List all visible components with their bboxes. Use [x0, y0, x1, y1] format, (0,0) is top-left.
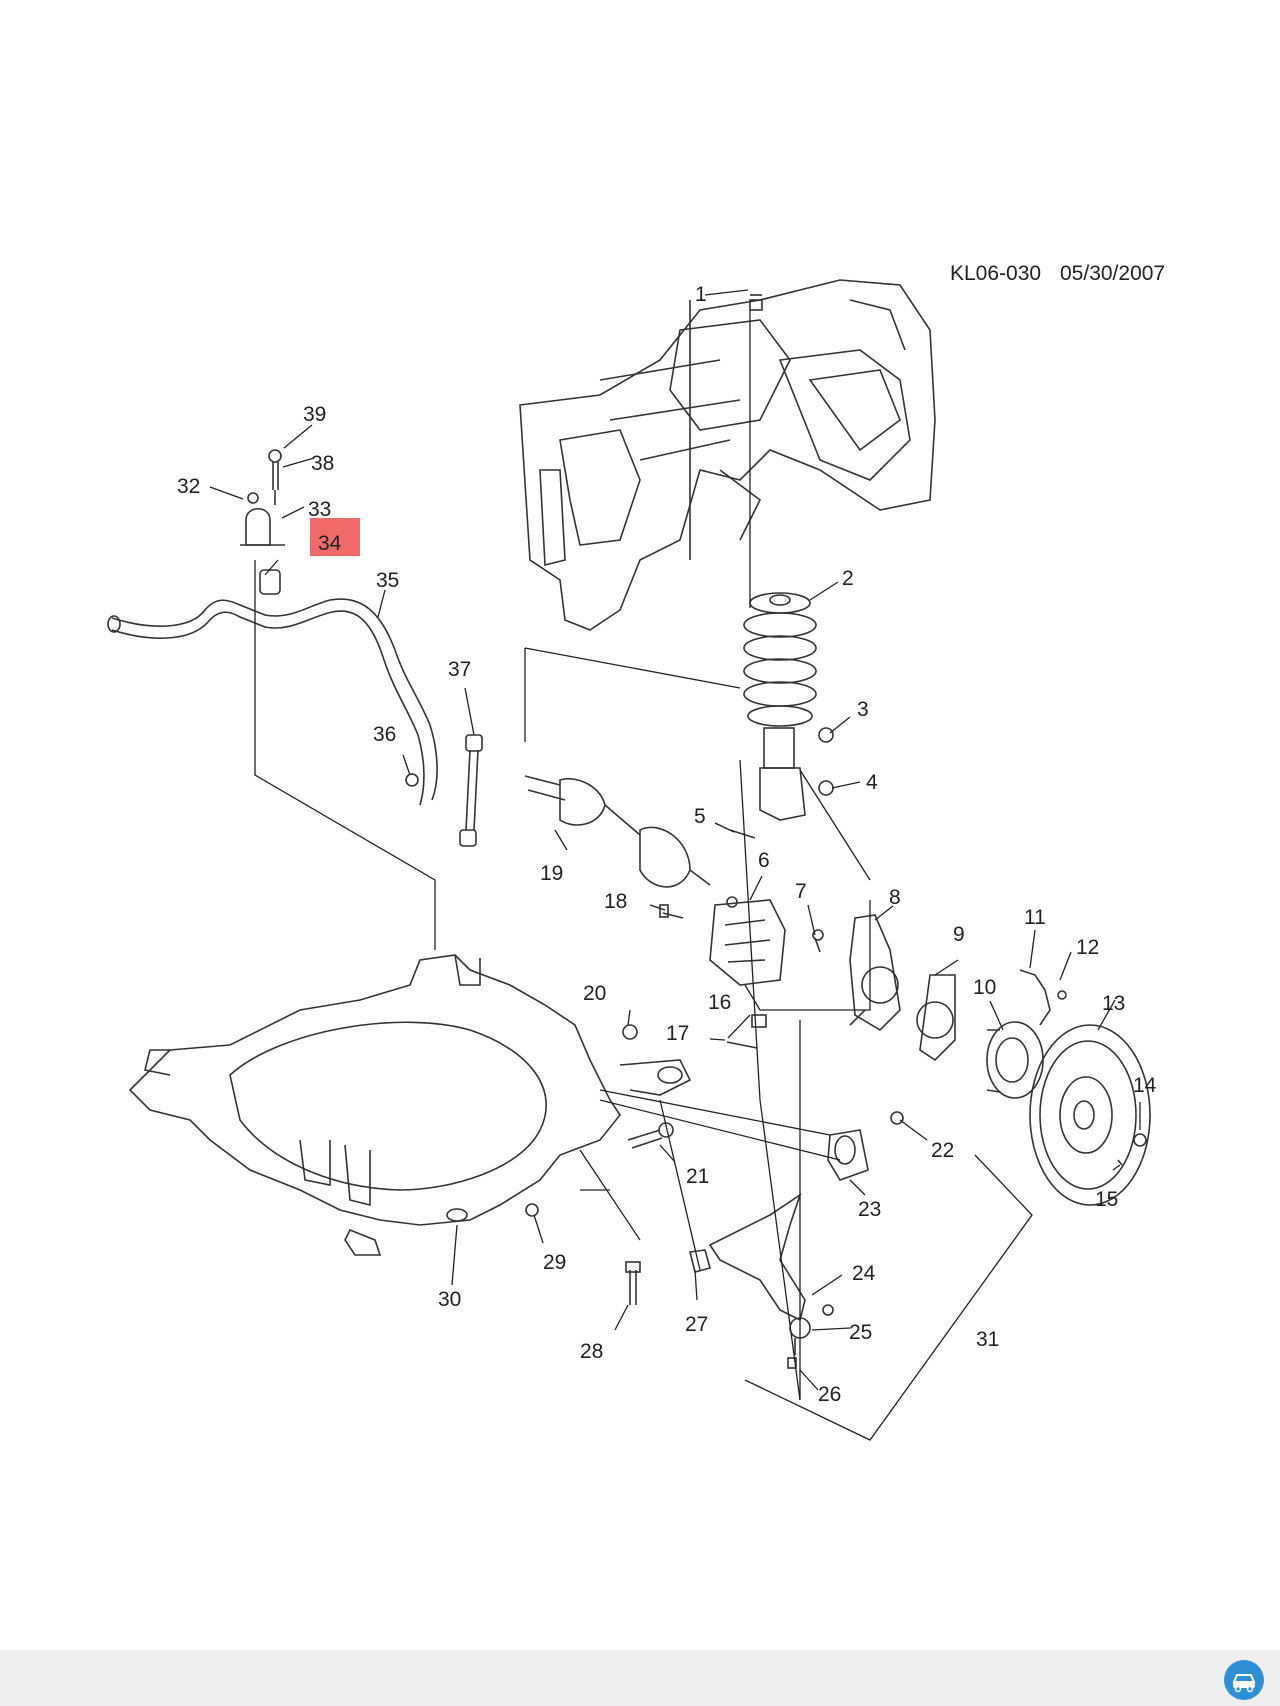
callout-32: 32	[177, 475, 200, 498]
callout-7: 7	[795, 880, 807, 903]
strut-spring-drawing	[729, 294, 834, 839]
callout-labels: 1 2 3 4 5 6 7 8 9 10 11 12 13 14 15 16 1…	[177, 283, 1157, 1406]
callout-14: 14	[1133, 1074, 1157, 1097]
callout-15: 15	[1095, 1188, 1118, 1211]
parts-diagram: KL06-030 05/30/2007	[107, 262, 1165, 1441]
callout-17: 17	[666, 1022, 689, 1045]
callout-31: 31	[976, 1328, 999, 1351]
callout-25: 25	[849, 1321, 872, 1344]
callout-20: 20	[583, 982, 606, 1005]
callout-1: 1	[695, 283, 707, 306]
callout-22: 22	[931, 1139, 954, 1162]
callout-leader-lines	[209, 289, 1141, 1441]
highlight-box	[310, 518, 360, 556]
callout-27: 27	[685, 1313, 708, 1336]
callout-26: 26	[818, 1383, 841, 1406]
callout-23: 23	[858, 1198, 881, 1221]
stabilizer-link-drawing	[405, 734, 483, 847]
stabilizer-bushing-drawing	[240, 449, 285, 595]
wheel-hub-drawing	[986, 1021, 1044, 1099]
callout-35: 35	[376, 569, 399, 592]
callout-21: 21	[686, 1165, 709, 1188]
wheel-speed-sensor-drawing	[1019, 969, 1067, 1026]
body-structure-drawing	[519, 279, 936, 631]
callout-3: 3	[857, 698, 869, 721]
callout-16: 16	[708, 991, 731, 1014]
callout-2: 2	[842, 567, 854, 590]
callout-33: 33	[308, 498, 331, 521]
car-app-icon[interactable]	[1224, 1660, 1264, 1700]
steering-knuckle-drawing	[849, 914, 901, 1032]
callout-19: 19	[540, 862, 563, 885]
stabilizer-bar-drawing	[107, 598, 438, 806]
callout-4: 4	[866, 771, 878, 794]
brake-caliper-drawing	[709, 896, 786, 986]
callout-13: 13	[1102, 992, 1125, 1015]
callout-30: 30	[438, 1288, 461, 1311]
car-icon	[1226, 1662, 1262, 1698]
splash-shield-drawing	[916, 974, 956, 1062]
callout-37: 37	[448, 658, 471, 681]
diagram-date: 05/30/2007	[1060, 262, 1165, 285]
callout-39: 39	[303, 403, 326, 426]
highlighted-callout-34: 34	[318, 532, 342, 555]
drive-shaft-drawing	[524, 775, 711, 888]
callout-12: 12	[1076, 936, 1099, 959]
callout-5: 5	[694, 805, 706, 828]
callout-24: 24	[852, 1262, 876, 1285]
callout-9: 9	[953, 923, 965, 946]
lower-control-arm-drawing	[689, 1129, 869, 1369]
callout-28: 28	[580, 1340, 603, 1363]
hardware-drawing	[525, 904, 1147, 1316]
brake-rotor-drawing	[1029, 1024, 1151, 1206]
front-cradle-drawing	[128, 954, 692, 1256]
callout-8: 8	[889, 886, 901, 909]
callout-10: 10	[973, 976, 996, 999]
callout-18: 18	[604, 890, 627, 913]
callout-38: 38	[311, 452, 334, 475]
callout-29: 29	[543, 1251, 566, 1274]
footer-bar	[0, 1650, 1280, 1706]
callout-36: 36	[373, 723, 396, 746]
callout-11: 11	[1024, 906, 1046, 929]
diagram-reference-code: KL06-030	[950, 262, 1041, 285]
callout-6: 6	[758, 849, 770, 872]
